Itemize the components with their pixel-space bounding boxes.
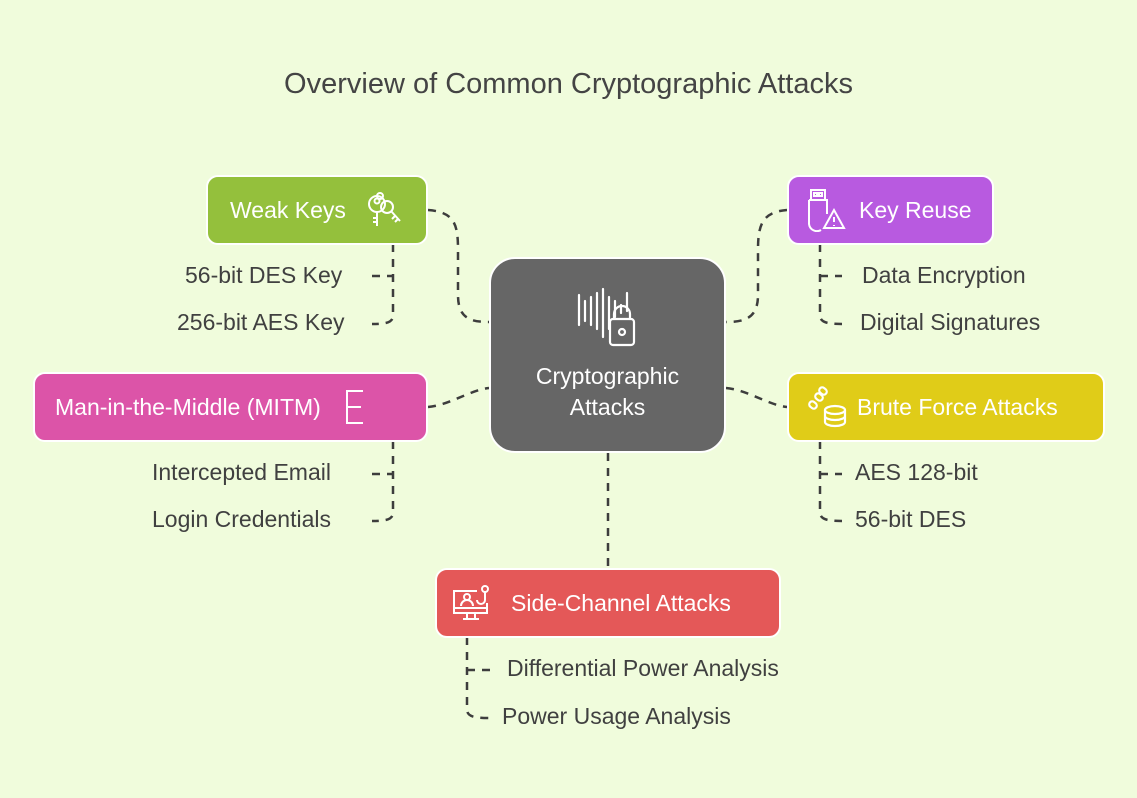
branch-brute-force-label: Brute Force Attacks	[857, 393, 1058, 420]
diagram-title: Overview of Common Cryptographic Attacks	[284, 68, 853, 100]
connector-brute-force	[725, 386, 788, 409]
weak-keys-item-2: 256-bit AES Key	[177, 309, 345, 335]
monitor-user-icon	[451, 583, 491, 623]
connector-mitm-items	[371, 441, 395, 523]
connector-key-reuse	[725, 208, 788, 324]
branch-side-channel-label: Side-Channel Attacks	[511, 589, 731, 616]
keys-icon	[366, 191, 402, 229]
branch-mitm[interactable]: Man-in-the-Middle (MITM)	[33, 372, 428, 442]
mitm-item-2: Login Credentials	[152, 506, 332, 532]
branch-side-channel[interactable]: Side-Channel Attacks	[435, 568, 781, 638]
key-reuse-item-2: Digital Signatures	[860, 309, 1041, 335]
bracket-e-icon	[343, 389, 367, 425]
connector-mitm	[427, 386, 490, 409]
branch-key-reuse-label: Key Reuse	[859, 196, 972, 223]
side-channel-item-2: Power Usage Analysis	[502, 703, 731, 729]
center-label-line1: Cryptographic	[535, 363, 680, 389]
branch-mitm-label: Man-in-the-Middle (MITM)	[55, 393, 321, 420]
branch-weak-keys-label: Weak Keys	[230, 196, 346, 223]
branch-brute-force[interactable]: Brute Force Attacks	[787, 372, 1105, 442]
connector-key-reuse-items	[818, 244, 843, 326]
connector-brute-force-items	[818, 441, 843, 523]
center-node: Cryptographic Attacks	[489, 257, 726, 453]
connector-side-channel-items	[465, 637, 491, 720]
branch-key-reuse[interactable]: Key Reuse	[787, 175, 994, 245]
connector-weak-keys-items	[371, 244, 395, 326]
weak-keys-item-1: 56-bit DES Key	[185, 262, 343, 288]
branch-weak-keys[interactable]: Weak Keys	[206, 175, 428, 245]
brute-force-item-1: AES 128-bit	[855, 459, 978, 485]
side-channel-item-1: Differential Power Analysis	[507, 655, 779, 681]
chain-database-icon	[805, 386, 847, 428]
center-label-line2: Attacks	[569, 394, 646, 420]
usb-warning-icon	[805, 188, 847, 232]
key-reuse-item-1: Data Encryption	[862, 262, 1026, 288]
brute-force-item-2: 56-bit DES	[855, 506, 967, 532]
connector-weak-keys	[427, 208, 490, 324]
soundwave-lock-icon	[576, 287, 640, 349]
mitm-item-1: Intercepted Email	[152, 459, 331, 485]
